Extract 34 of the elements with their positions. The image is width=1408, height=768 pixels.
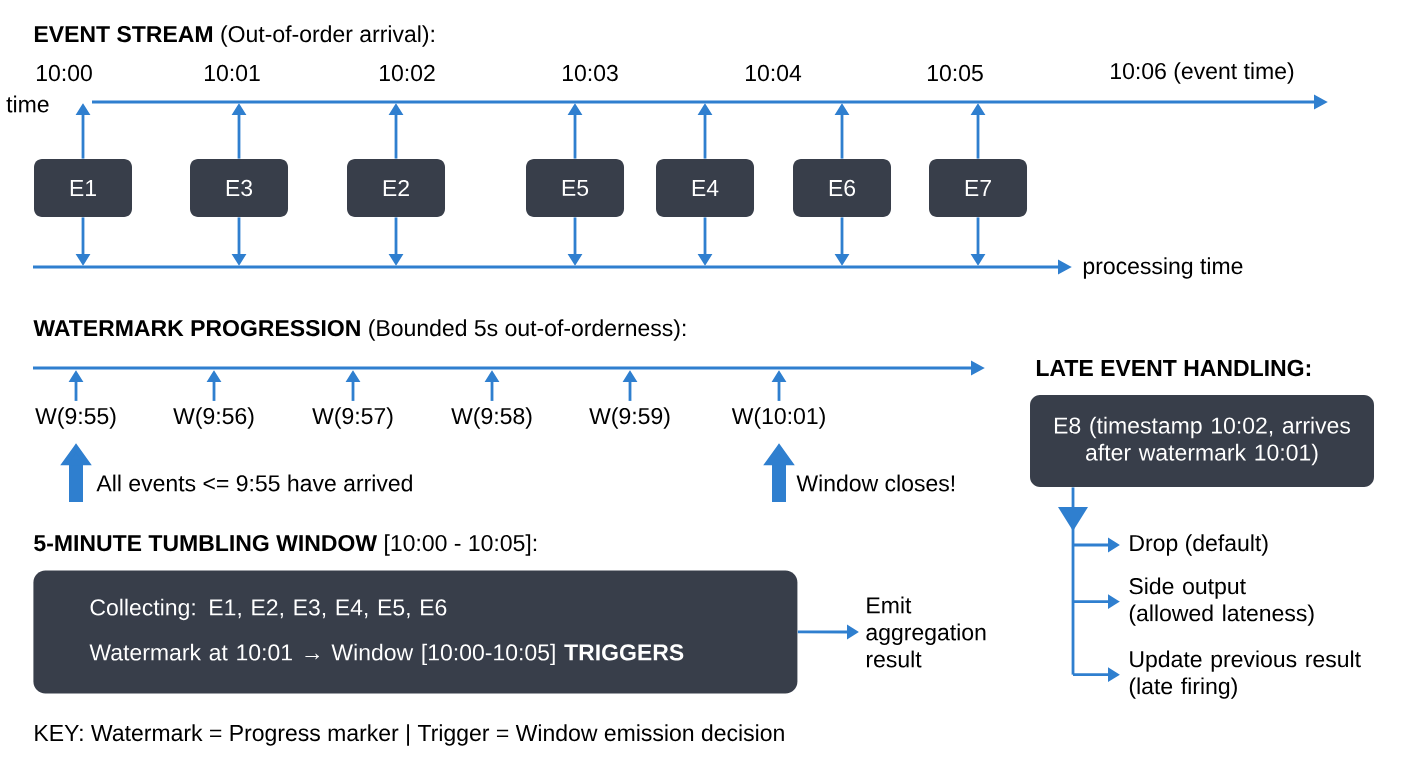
event-box: E2 — [347, 159, 445, 217]
time-label: 10:02 — [380, 64, 435, 82]
section-heading: WATERMARK PROGRESSION (Bounded 5s out-of-orderness): — [33, 319, 686, 341]
event-box: E3 — [190, 159, 288, 217]
section-heading: EVENT STREAM (Out-of-order arrival): — [34, 25, 434, 47]
event-box: E4 — [656, 159, 754, 217]
watermark-label: W(9:58) — [451, 407, 532, 429]
event-box: E6 — [793, 159, 891, 217]
axis-label: time — [6, 95, 49, 113]
time-label: 10:04 — [746, 64, 802, 82]
event-box: E1 — [34, 159, 132, 217]
note-text: All events <= 9:55 have arrived — [96, 474, 412, 492]
time-label: 10:06 (event time) — [1111, 62, 1294, 84]
watermark-label: W(9:55) — [35, 407, 116, 429]
outcome-text: Update previous result (late firing) — [1129, 650, 1361, 699]
watermark-label: W(9:59) — [589, 407, 670, 429]
axis-label: processing time — [1083, 257, 1243, 279]
outcome-text: Side output (allowed lateness) — [1129, 577, 1314, 626]
time-label: 10:03 — [563, 64, 618, 82]
event-box: E7 — [929, 159, 1027, 217]
outcome-text: Drop (default) — [1130, 534, 1268, 556]
time-label: 10:05 — [928, 64, 983, 82]
window-box: Collecting: E1, E2, E3, E4, E5, E6 Watermark at 10:01 → Window [10:00-10:05] TRIGGERS — [33, 570, 798, 694]
watermark-label: W(10:01) — [731, 407, 825, 429]
result-text: Emit aggregation result — [866, 596, 986, 668]
note-text: Window closes! — [796, 474, 955, 492]
watermark-label: W(9:57) — [312, 407, 393, 429]
arrow — [1058, 487, 1088, 675]
late-event-box: E8 (timestamp 10:02, arrives after watermark 10:01) — [1030, 395, 1374, 487]
key-text: KEY: Watermark = Progress marker | Trigger = Window emission decision — [35, 724, 784, 746]
time-label: 10:01 — [205, 64, 260, 82]
time-label: 10:00 — [37, 64, 92, 82]
watermark-label: W(9:56) — [173, 407, 254, 429]
event-box: E5 — [526, 159, 624, 217]
